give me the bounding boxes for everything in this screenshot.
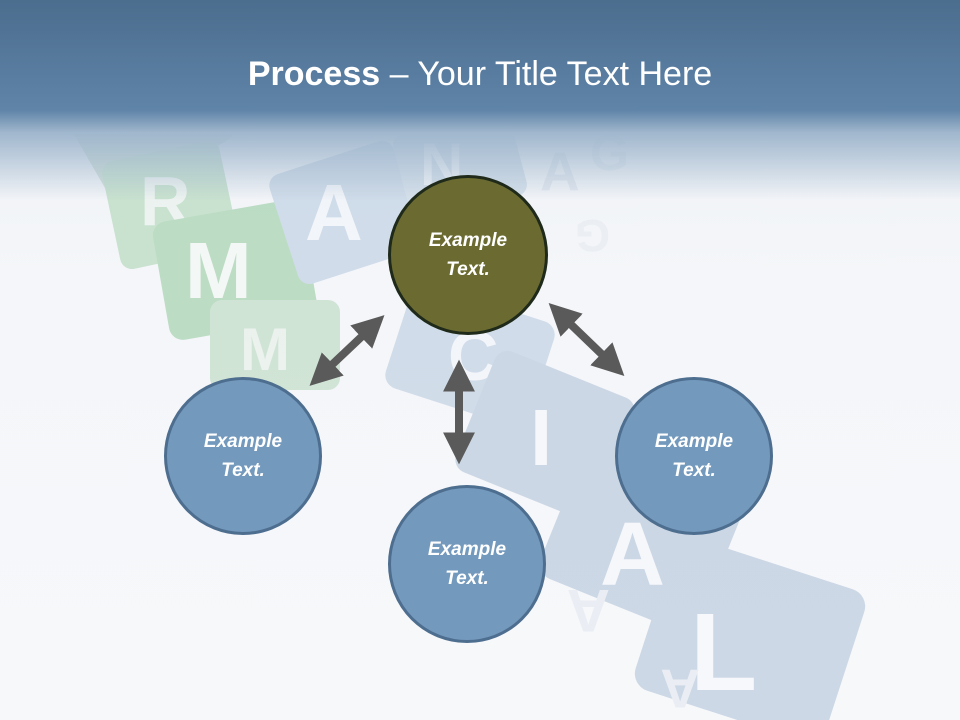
arrow-center-right: [548, 303, 625, 376]
center-node-line2: Text.: [446, 259, 490, 280]
left-node-line1: Example: [203, 431, 283, 452]
letter-i: I: [530, 393, 552, 482]
bottom-node-line2: Text.: [445, 568, 489, 589]
arrow-center-left: [309, 315, 385, 386]
svg-text:M: M: [240, 316, 290, 383]
left-node-line2: Text.: [221, 460, 265, 481]
svg-text:A: A: [660, 658, 700, 720]
svg-text:G: G: [575, 210, 610, 261]
center-node-line1: Example: [428, 230, 508, 251]
right-node-line1: Example: [654, 431, 734, 452]
title-rest: – Your Title Text Here: [380, 55, 713, 93]
right-node-line2: Text.: [672, 460, 716, 481]
bottom-node-line1: Example: [427, 539, 507, 560]
header-band: [0, 0, 960, 200]
title-bold: Process: [247, 55, 381, 93]
letter-l: L: [690, 591, 757, 714]
slide-title[interactable]: Process – Your Title Text Here: [0, 52, 960, 96]
svg-text:A: A: [567, 577, 610, 644]
